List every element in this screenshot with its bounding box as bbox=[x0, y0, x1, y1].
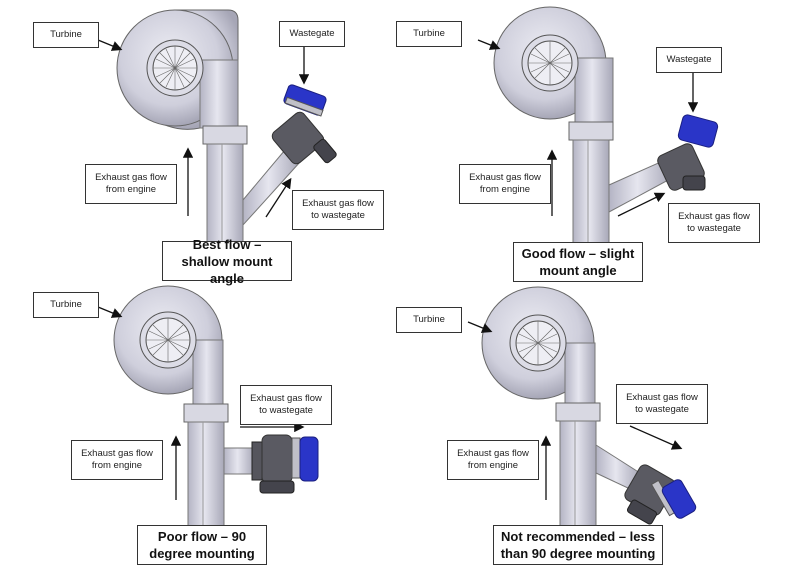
turbine-housing bbox=[493, 6, 614, 125]
from-engine-label: Exhaust gas flow from engine bbox=[85, 164, 177, 204]
caption-not-recommended: Not recommended – less than 90 degree mo… bbox=[493, 525, 663, 565]
wastegate-flow-arrow bbox=[629, 425, 683, 450]
downpipe bbox=[187, 421, 225, 535]
best-flow-illustration bbox=[97, 9, 337, 245]
to-wastegate-label-text: Exhaust gas flow to wastegate bbox=[626, 392, 698, 415]
turbine-wheel-icon bbox=[146, 318, 190, 362]
to-wastegate-label-text: Exhaust gas flow to wastegate bbox=[250, 393, 322, 416]
caption-best-flow-text: Best flow – shallow mount angle bbox=[181, 236, 273, 286]
from-engine-label-text: Exhaust gas flow from engine bbox=[457, 448, 529, 471]
turbine-housing bbox=[481, 286, 596, 408]
turbine-pointer-arrow bbox=[97, 306, 123, 318]
turbine-label: Turbine bbox=[33, 292, 99, 318]
from-engine-label-text: Exhaust gas flow from engine bbox=[95, 172, 167, 195]
to-wastegate-label: Exhaust gas flow to wastegate bbox=[668, 203, 760, 243]
wastegate-valve bbox=[271, 84, 337, 165]
caption-not-recommended-text: Not recommended – less than 90 degree mo… bbox=[500, 529, 656, 561]
from-engine-label: Exhaust gas flow from engine bbox=[447, 440, 539, 480]
wastegate-label-text: Wastegate bbox=[666, 54, 712, 65]
turbine-wheel-icon bbox=[153, 46, 197, 90]
panel-poor-flow: Turbine Exhaust gas flow to wastegate Ex… bbox=[0, 285, 400, 570]
from-engine-label-text: Exhaust gas flow from engine bbox=[469, 172, 541, 195]
turbine-housing bbox=[116, 9, 239, 130]
downpipe bbox=[559, 420, 597, 530]
wastegate-valve bbox=[251, 434, 319, 494]
turbine-label: Turbine bbox=[33, 22, 99, 48]
downpipe bbox=[206, 143, 244, 245]
good-flow-illustration bbox=[477, 6, 719, 246]
from-engine-label: Exhaust gas flow from engine bbox=[459, 164, 551, 204]
wastegate-branch-pipe bbox=[223, 447, 255, 475]
turbine-label: Turbine bbox=[396, 307, 462, 333]
pipe-flange bbox=[555, 402, 601, 422]
caption-best-flow: Best flow – shallow mount angle bbox=[162, 237, 292, 286]
poor-flow-illustration bbox=[97, 285, 319, 535]
pipe-flange bbox=[568, 121, 614, 141]
caption-good-flow: Good flow – slight mount angle bbox=[513, 242, 643, 282]
wastegate-label: Wastegate bbox=[279, 21, 345, 47]
turbine-label: Turbine bbox=[396, 21, 462, 47]
turbine-label-text: Turbine bbox=[413, 28, 445, 39]
downpipe bbox=[572, 139, 610, 246]
panel-best-flow: Turbine Wastegate Exhaust gas flow from … bbox=[0, 0, 400, 286]
to-wastegate-label: Exhaust gas flow to wastegate bbox=[292, 190, 384, 230]
turbine-wheel-icon bbox=[516, 321, 560, 365]
from-engine-label: Exhaust gas flow from engine bbox=[71, 440, 163, 480]
wastegate-flow-arrow bbox=[265, 177, 292, 218]
turbine-label-text: Turbine bbox=[413, 314, 445, 325]
turbine-label-text: Turbine bbox=[50, 299, 82, 310]
wastegate-valve bbox=[624, 464, 697, 525]
panel-good-flow: Turbine Wastegate Exhaust gas flow from … bbox=[380, 0, 780, 285]
to-wastegate-label-text: Exhaust gas flow to wastegate bbox=[302, 198, 374, 221]
to-wastegate-label-text: Exhaust gas flow to wastegate bbox=[678, 211, 750, 234]
panel-not-recommended: Turbine Exhaust gas flow to wastegate Ex… bbox=[380, 285, 780, 570]
turbine-pointer-arrow bbox=[97, 39, 123, 51]
wastegate-valve bbox=[657, 114, 719, 191]
caption-good-flow-text: Good flow – slight mount angle bbox=[521, 246, 635, 278]
caption-poor-flow: Poor flow – 90 degree mounting bbox=[137, 525, 267, 565]
wastegate-label: Wastegate bbox=[656, 47, 722, 73]
turbine-pointer-arrow bbox=[467, 321, 493, 333]
pipe-flange bbox=[202, 125, 248, 145]
to-wastegate-label: Exhaust gas flow to wastegate bbox=[240, 385, 332, 425]
turbine-housing bbox=[113, 285, 224, 409]
turbine-wheel-icon bbox=[528, 41, 572, 85]
from-engine-label-text: Exhaust gas flow from engine bbox=[81, 448, 153, 471]
to-wastegate-label: Exhaust gas flow to wastegate bbox=[616, 384, 708, 424]
caption-poor-flow-text: Poor flow – 90 degree mounting bbox=[149, 529, 255, 561]
wastegate-label-text: Wastegate bbox=[289, 28, 335, 39]
not-recommended-illustration bbox=[467, 286, 697, 530]
pipe-flange bbox=[183, 403, 229, 423]
turbine-pointer-arrow bbox=[477, 39, 501, 50]
wastegate-flow-arrow bbox=[617, 192, 666, 217]
turbine-label-text: Turbine bbox=[50, 29, 82, 40]
